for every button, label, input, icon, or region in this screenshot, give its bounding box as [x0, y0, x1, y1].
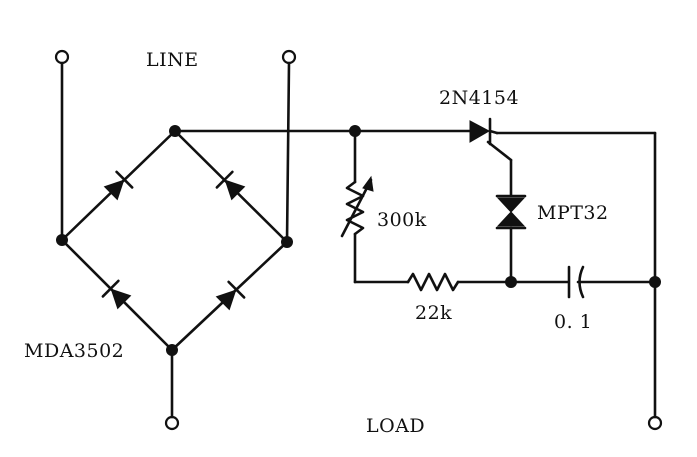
junction-diac-cap — [505, 276, 517, 288]
junction-bridge-right — [281, 236, 293, 248]
junction-bridge-top — [169, 125, 181, 137]
potentiometer-300k — [340, 129, 374, 284]
line-lead-right — [285, 61, 291, 244]
bridge-rectifier — [60, 129, 289, 352]
scr-label: 2N4154 — [439, 87, 519, 109]
line-terminal-left — [54, 49, 70, 65]
bridge-diode-1 — [103, 170, 134, 201]
resistor-22k — [406, 272, 460, 292]
capacitor-label: 0. 1 — [554, 311, 592, 333]
line-terminal-right — [281, 49, 297, 65]
diac-mpt32 — [495, 194, 527, 284]
diac-label: MPT32 — [537, 202, 609, 224]
load-terminal-left — [164, 415, 180, 431]
junction-bridge-left — [56, 234, 68, 246]
resistor-label: 22k — [415, 302, 452, 324]
bridge-diode-3 — [101, 279, 132, 310]
line-label: LINE — [146, 49, 199, 71]
scr-2n4154 — [469, 117, 513, 197]
pot-label: 300k — [377, 209, 427, 231]
bridge-label: MDA3502 — [24, 340, 124, 362]
bridge-diode-4 — [215, 280, 246, 311]
load-label: LOAD — [366, 415, 425, 437]
junction-right-rail — [649, 276, 661, 288]
load-terminal-right — [647, 415, 663, 431]
junction-pot-top — [349, 125, 361, 137]
junction-bridge-bottom — [166, 344, 178, 356]
bridge-diode-2 — [215, 170, 246, 201]
